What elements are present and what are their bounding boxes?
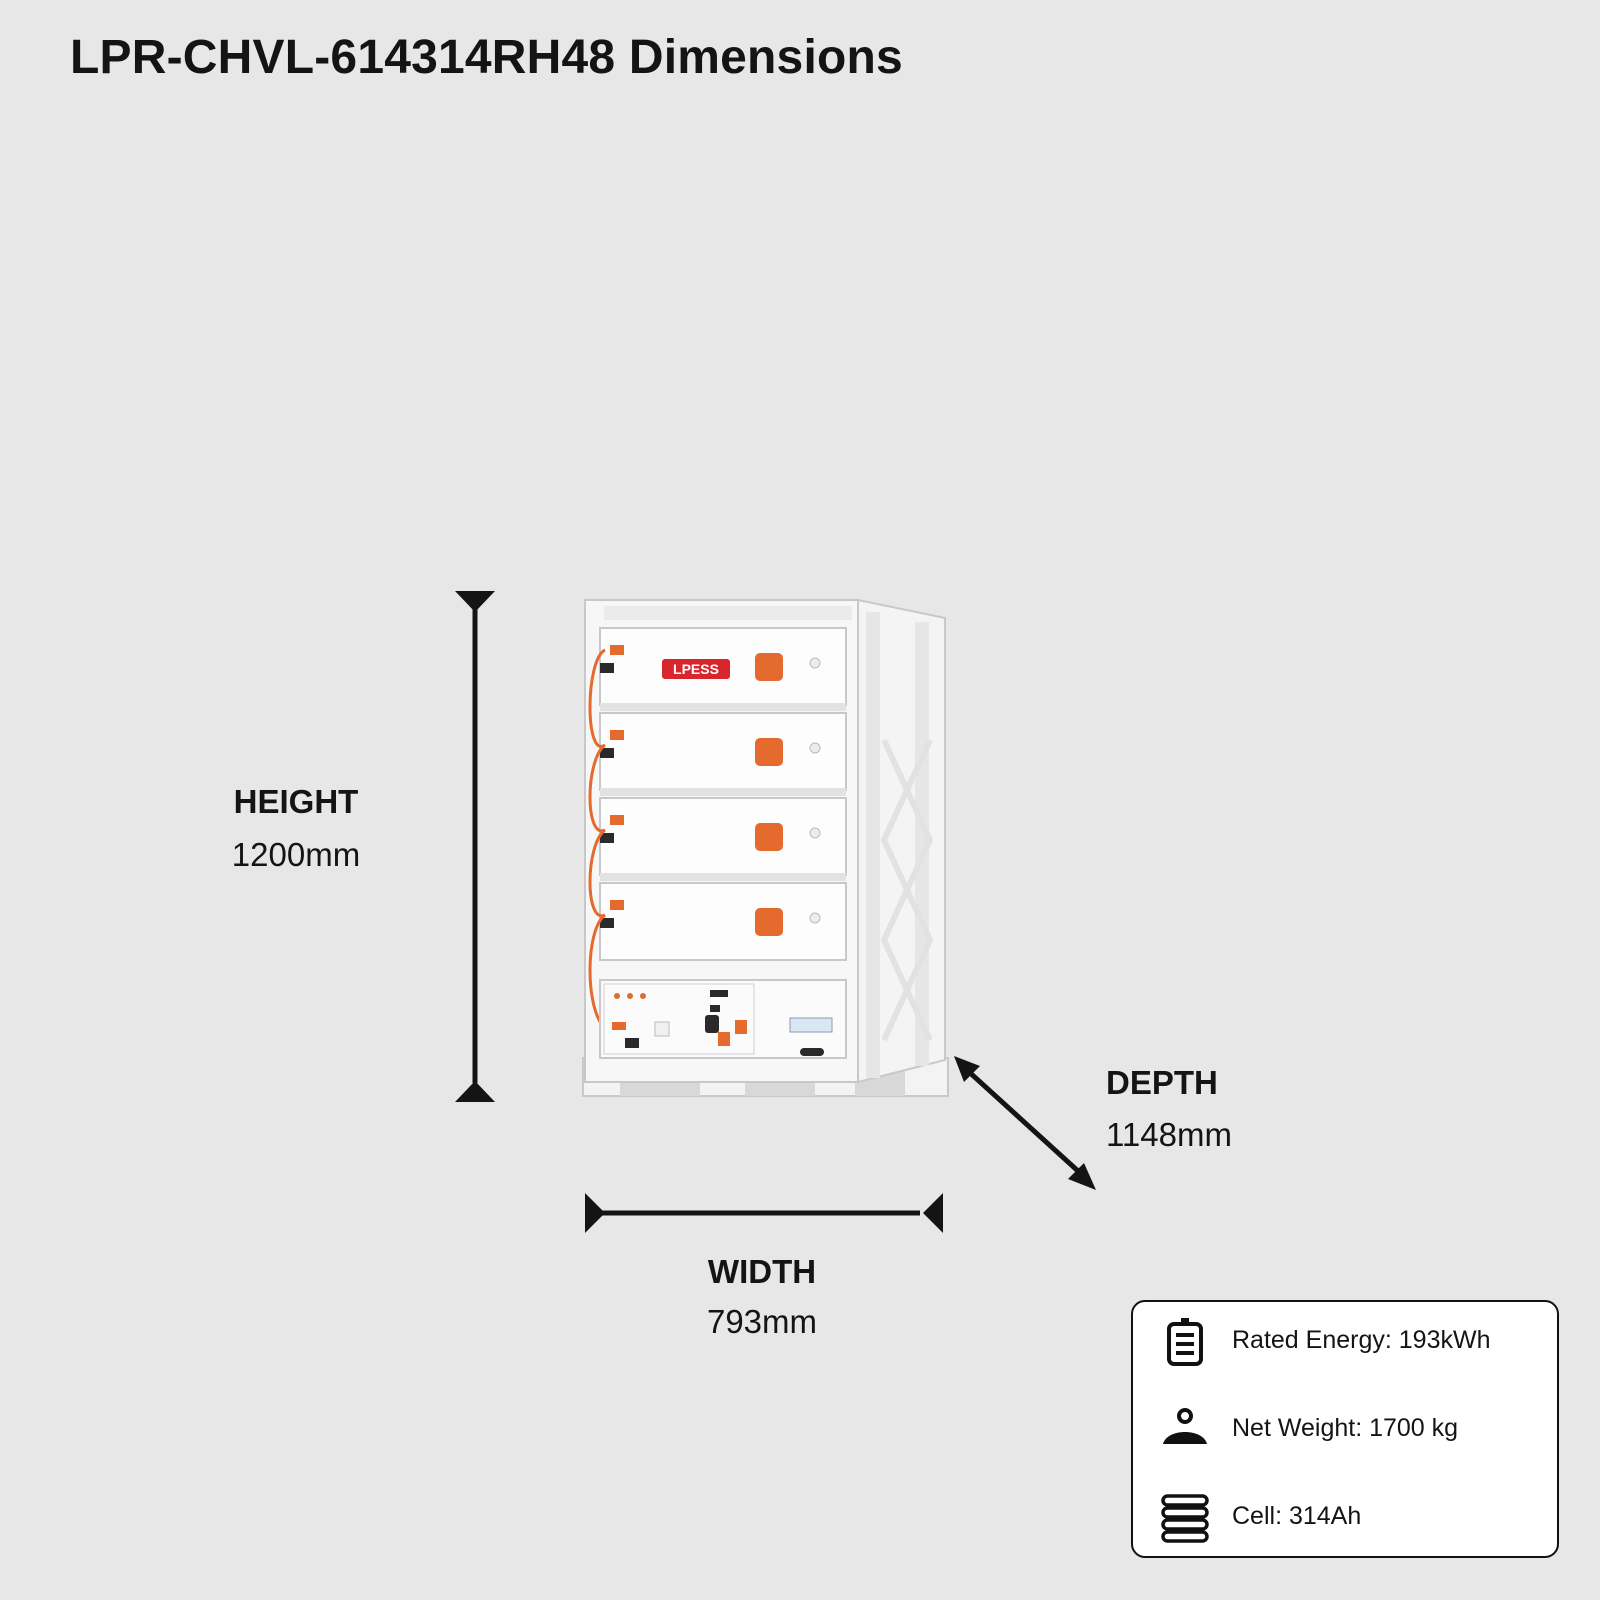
weight-icon [1163,1408,1207,1444]
cell-text: Cell: 314Ah [1232,1502,1362,1530]
spec-card: Rated Energy: 193kWh Net Weight: 1700 kg… [1131,1300,1559,1558]
page-title: LPR-CHVL-614314RH48 Dimensions [70,31,903,84]
net-weight-text: Net Weight: 1700 kg [1232,1414,1459,1442]
rated-energy-text: Rated Energy: 193kWh [1232,1326,1491,1354]
height-dimension-arrow [455,591,495,1102]
spec-row-cell: Cell: 314Ah [1133,1488,1557,1548]
width-label: WIDTH [707,1253,817,1290]
brand-logo: LPESS [673,661,719,677]
spec-row-rated-energy: Rated Energy: 193kWh [1133,1312,1557,1372]
battery-module [599,712,847,796]
battery-module [599,627,847,711]
depth-dimension-arrow [954,1056,1096,1190]
depth-label: DEPTH [1106,1064,1218,1101]
battery-rack-illustration [582,598,949,1097]
battery-module [599,797,847,881]
height-value: 1200mm [231,836,361,873]
control-box [599,979,847,1059]
height-label: HEIGHT [233,783,359,820]
battery-module [599,882,847,961]
depth-value: 1148mm [1106,1116,1232,1153]
width-dimension-arrow [585,1193,943,1233]
battery-icon [1167,1318,1203,1366]
spec-row-net-weight: Net Weight: 1700 kg [1133,1400,1557,1460]
width-value: 793mm [706,1303,818,1340]
cell-stack-icon [1161,1494,1209,1543]
